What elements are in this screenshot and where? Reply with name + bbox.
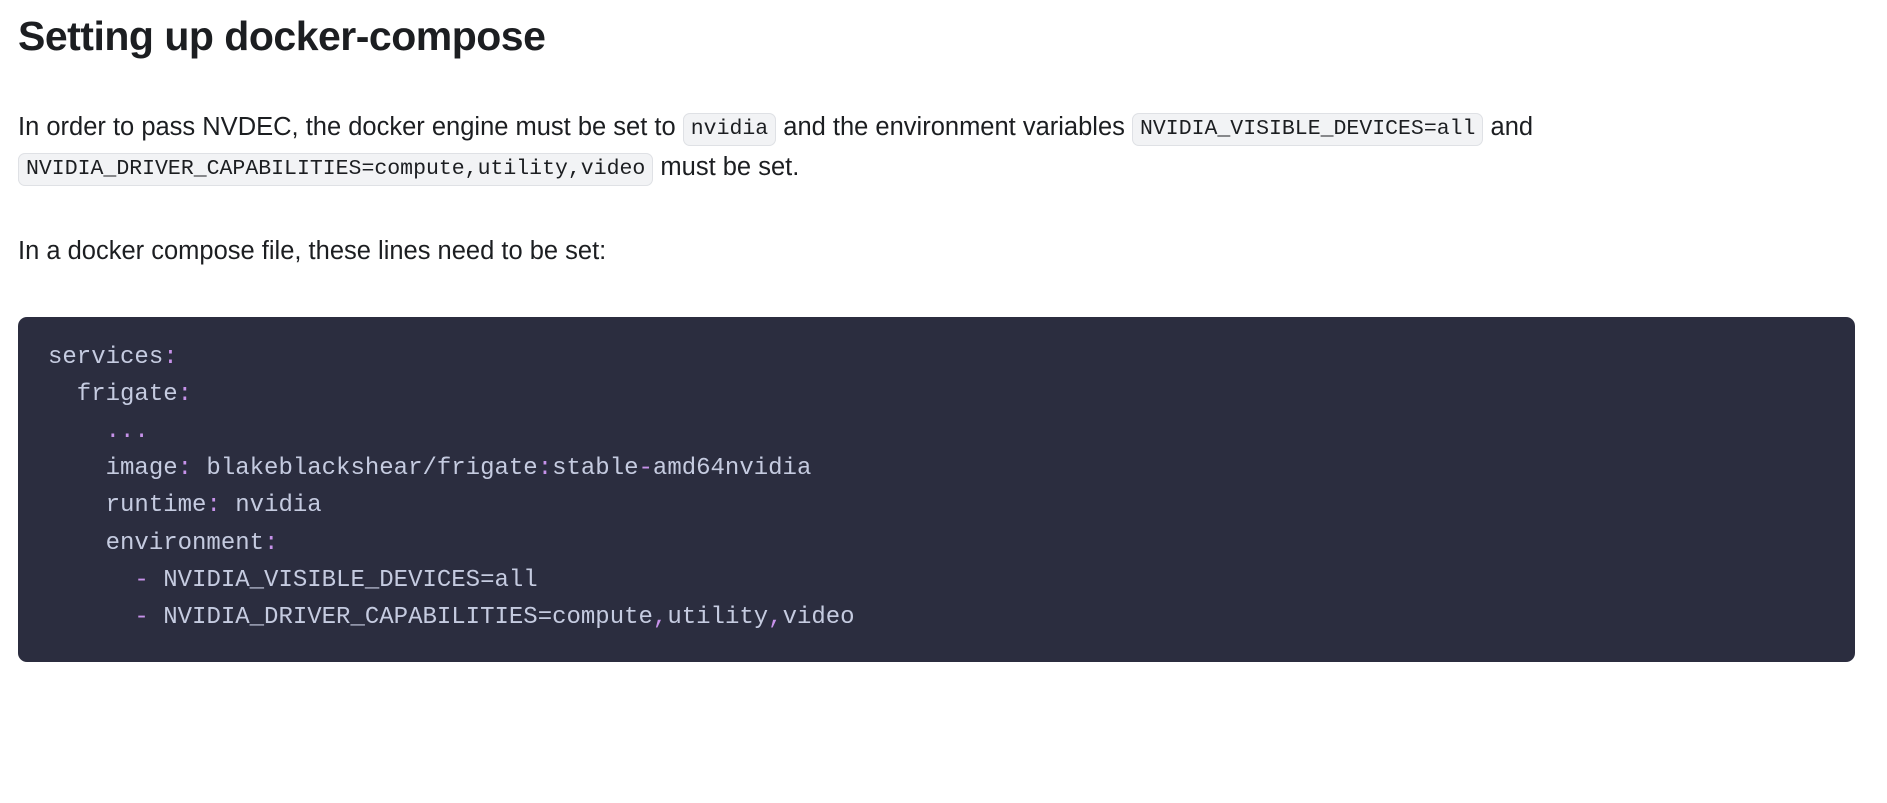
code-block-content: services: frigate: ... image: blakeblack…: [18, 339, 1855, 637]
code-text: environment: [48, 529, 265, 557]
code-text: services: [48, 343, 164, 371]
code-punctuation: -: [638, 455, 653, 483]
code-text: [48, 418, 106, 445]
code-text: NVIDIA_DRIVER_CAPABILITIES=compute: [148, 604, 653, 632]
code-line: environment:: [48, 529, 279, 557]
code-punctuation: :: [264, 529, 279, 557]
paragraph-nvdec-requirements: In order to pass NVDEC, the docker engin…: [18, 108, 1863, 187]
code-line: - NVIDIA_VISIBLE_DEVICES=all: [48, 566, 538, 594]
paragraph-text-part: and: [1483, 113, 1534, 142]
code-text: frigate: [48, 380, 178, 408]
code-line: image: blakeblackshear/frigate:stable-am…: [48, 455, 812, 483]
code-text: image: [48, 455, 178, 483]
code-punctuation: :: [537, 455, 553, 483]
code-punctuation: -: [134, 566, 149, 594]
code-block-docker-compose: services: frigate: ... image: blakeblack…: [18, 316, 1855, 663]
inline-code-driver-capabilities: NVIDIA_DRIVER_CAPABILITIES=compute,utili…: [18, 152, 654, 186]
code-line: - NVIDIA_DRIVER_CAPABILITIES=compute,uti…: [48, 604, 855, 632]
code-punctuation: ,: [768, 604, 783, 632]
code-text: utility: [667, 604, 769, 632]
code-text: video: [782, 604, 855, 632]
paragraph-text-part: and the environment variables: [776, 113, 1132, 142]
code-line: ...: [48, 418, 149, 445]
code-text: nvidia: [220, 492, 322, 520]
inline-code-nvidia-runtime: nvidia: [682, 113, 777, 147]
code-text: amd64nvidia: [652, 455, 812, 483]
paragraph-text-part: In order to pass NVDEC, the docker engin…: [18, 113, 683, 142]
code-text: stable: [552, 455, 639, 483]
code-text: runtime: [48, 492, 207, 520]
code-punctuation: ,: [652, 604, 668, 632]
code-punctuation: -: [134, 604, 149, 632]
code-text: blakeblackshear/frigate: [192, 455, 538, 483]
code-punctuation: :: [206, 492, 221, 520]
inline-code-visible-devices: NVIDIA_VISIBLE_DEVICES=all: [1131, 113, 1484, 147]
code-punctuation: :: [163, 343, 178, 371]
code-line: services:: [48, 344, 178, 371]
paragraph-text-part: must be set.: [653, 152, 800, 181]
code-line: runtime: nvidia: [48, 492, 322, 519]
code-text: [48, 567, 134, 594]
code-line: frigate:: [48, 381, 192, 408]
code-punctuation: ...: [105, 418, 149, 446]
code-text: [48, 604, 134, 631]
code-punctuation: :: [177, 455, 193, 483]
paragraph-compose-intro: In a docker compose file, these lines ne…: [18, 237, 607, 266]
code-text: NVIDIA_VISIBLE_DEVICES=all: [148, 566, 538, 594]
page-title: Setting up docker-compose: [18, 13, 546, 59]
documentation-page: Setting up docker-compose In order to pa…: [18, 13, 1863, 663]
code-punctuation: :: [177, 380, 193, 408]
